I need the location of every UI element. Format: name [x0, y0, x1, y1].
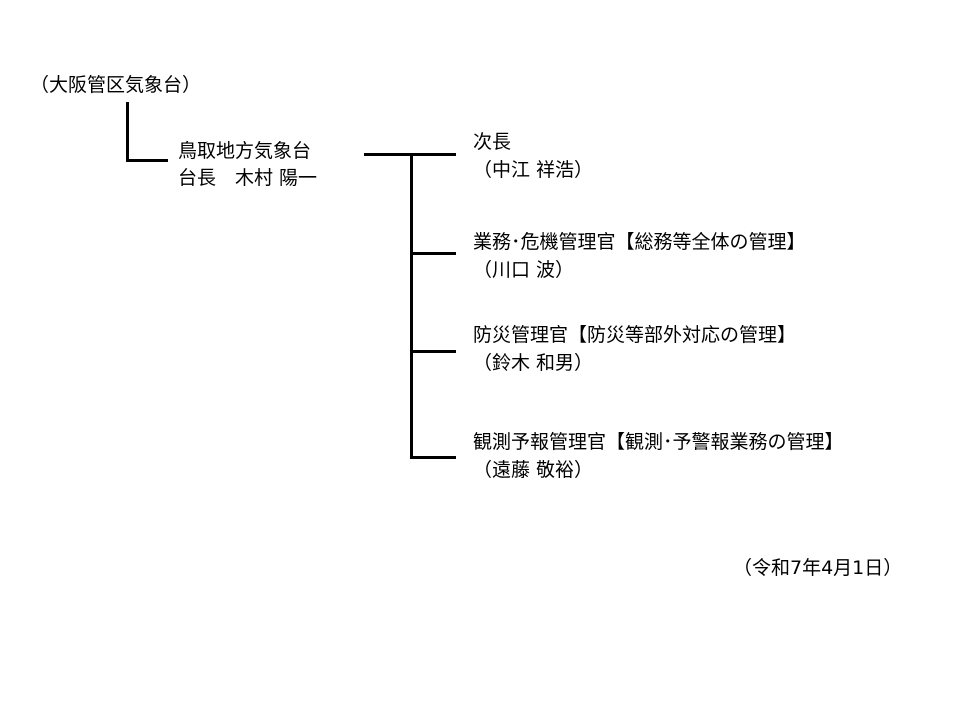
- branch-title: 防災管理官【防災等部外対応の管理】: [473, 324, 797, 346]
- parent-connector-horizontal: [126, 159, 168, 162]
- trunk-vertical: [410, 153, 413, 459]
- office-head: 台長 木村 陽一: [178, 167, 318, 189]
- parent-org-label: （大阪管区気象台）: [30, 74, 202, 96]
- branch-title: 観測予報管理官【観測･予警報業務の管理】: [473, 431, 844, 453]
- branch-person: （鈴木 和男）: [473, 352, 594, 374]
- branch-title: 業務･危機管理官【総務等全体の管理】: [473, 231, 806, 253]
- branch-person: （川口 波）: [473, 259, 575, 281]
- office-name: 鳥取地方気象台: [178, 140, 312, 162]
- effective-date: （令和7年4月1日）: [733, 557, 903, 579]
- branch-person: （中江 祥浩）: [473, 159, 594, 181]
- parent-connector-vertical: [126, 102, 129, 162]
- branch-connector: [410, 456, 456, 459]
- branch-title: 次長: [473, 131, 512, 153]
- branch-connector: [410, 350, 456, 353]
- branch-connector: [410, 252, 456, 255]
- branch-person: （遠藤 敬裕）: [473, 459, 594, 481]
